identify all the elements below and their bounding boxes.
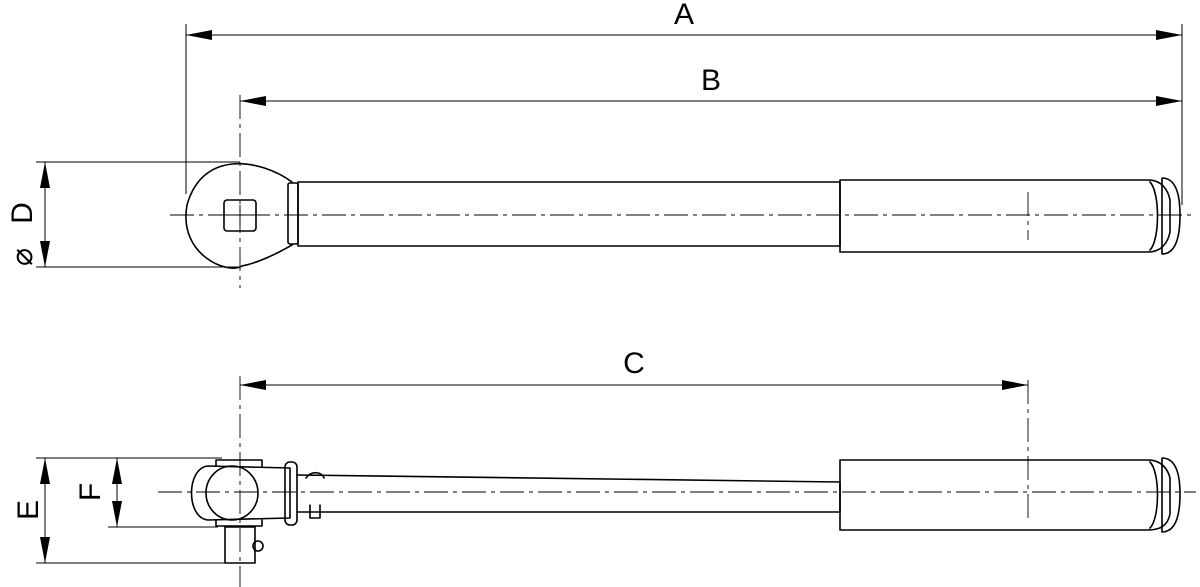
side-square-drive: [224, 526, 256, 564]
end-cap: [1161, 177, 1181, 255]
dim-e-arrow-bottom: [40, 537, 50, 563]
side-grip: [839, 459, 1171, 531]
dim-a-arrow-left: [186, 30, 212, 40]
dim-f-label: F: [74, 483, 107, 501]
side-head-inner: [205, 465, 259, 521]
dim-b-label: B: [701, 64, 721, 97]
side-collar-ring: [284, 461, 298, 526]
dim-c-arrow-right: [1002, 380, 1028, 390]
side-tube: [296, 474, 841, 513]
dim-b-arrow-left: [240, 96, 266, 106]
dim-f-arrow-bottom: [112, 501, 122, 527]
side-grip-inner-line: [1149, 461, 1159, 529]
drive-ball: [252, 540, 264, 552]
side-view: C E F: [12, 347, 1196, 587]
dim-c-label: C: [623, 347, 645, 380]
dim-d-arrow-top: [40, 162, 50, 188]
dim-f-arrow-top: [112, 458, 122, 484]
grip-inner-line: [1149, 181, 1159, 251]
ratchet-head-outline: [185, 162, 293, 269]
side-button: [305, 471, 325, 479]
wrench-tube: [297, 181, 841, 247]
side-head-outline: [190, 465, 291, 521]
dim-e-arrow-top: [40, 458, 50, 484]
dim-d-label: D: [6, 202, 39, 224]
dim-b-arrow-right: [1156, 96, 1182, 106]
ratchet-head-collar: [287, 182, 299, 245]
dim-a-arrow-right: [1156, 30, 1182, 40]
dim-d-arrow-bottom: [40, 241, 50, 267]
dim-a-label: A: [674, 0, 694, 31]
side-end-cap: [1161, 457, 1181, 533]
side-head-flange-top: [215, 459, 263, 467]
dim-c-arrow-left: [240, 380, 266, 390]
dim-e-label: E: [12, 500, 45, 520]
wrench-grip: [839, 179, 1171, 253]
diameter-symbol: ⌀: [6, 248, 39, 266]
side-head-flange-bottom: [215, 519, 263, 527]
square-drive: [223, 199, 257, 232]
top-view: A B D ⌀: [6, 0, 1196, 288]
